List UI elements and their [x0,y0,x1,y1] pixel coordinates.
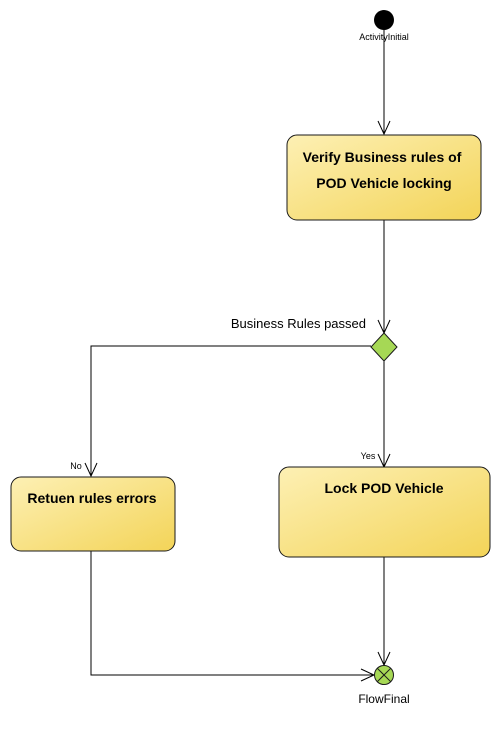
action-verify-label-line1: Verify Business rules of [303,149,462,165]
action-lock-label: Lock POD Vehicle [324,480,443,496]
action-lock-box [278,466,491,558]
edges [84,30,391,682]
edge-return-to-final [90,551,374,676]
decision-diamond [370,332,398,362]
decision-label: Business Rules passed [231,316,366,331]
decision-node[interactable]: Business Rules passed [231,316,398,362]
initial-node-label: ActivityInitial [359,32,409,42]
edge-decision-to-return [90,345,371,476]
action-return-box [10,476,176,552]
action-verify-label-line2: POD Vehicle locking [316,175,451,191]
flow-final-node[interactable]: FlowFinal [358,665,410,707]
initial-node-dot [374,10,394,30]
branch-no-label: No [70,461,82,471]
action-return-rules-errors[interactable]: Retuen rules errors [10,476,176,552]
action-lock-pod-vehicle[interactable]: Lock POD Vehicle [278,466,491,558]
initial-node[interactable]: ActivityInitial [359,10,409,42]
action-verify-box [286,134,482,221]
branch-yes-label: Yes [361,451,376,461]
arrowhead-return [84,462,98,478]
flow-final-cross-b [376,667,392,683]
action-return-label: Retuen rules errors [27,490,156,506]
action-verify-business-rules[interactable]: Verify Business rules of POD Vehicle loc… [286,134,482,221]
flow-final-label: FlowFinal [358,692,409,706]
arrowhead-verify [377,120,391,136]
